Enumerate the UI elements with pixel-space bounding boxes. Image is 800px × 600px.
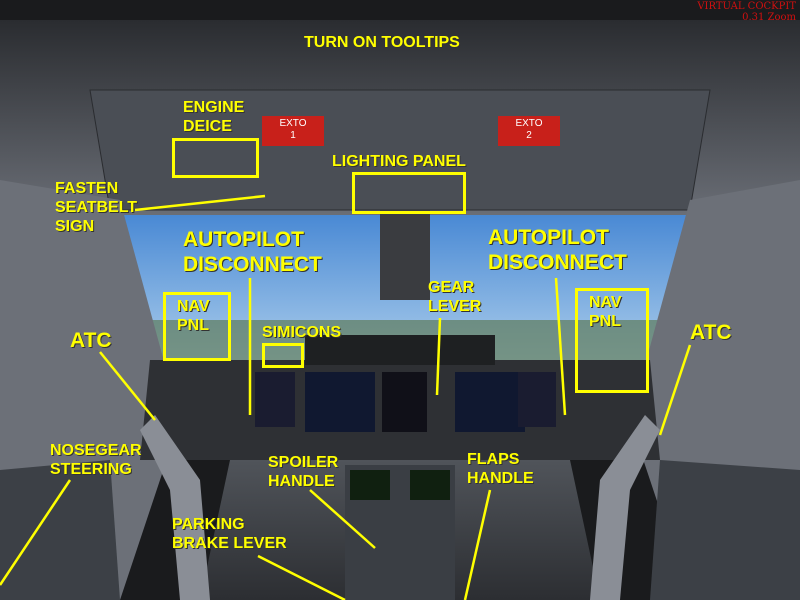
- parking-brake-callout[interactable]: PARKING BRAKE LEVER: [172, 515, 287, 553]
- callout-line-2: LEVER: [428, 298, 482, 315]
- flaps-line: [463, 489, 492, 600]
- exto2-number: 2: [526, 130, 532, 141]
- nav-pnl-left-box[interactable]: [163, 292, 231, 361]
- callout-line-2: HANDLE: [268, 473, 335, 490]
- view-mode: VIRTUAL COCKPIT: [697, 1, 796, 12]
- exto2-label: EXTO: [515, 118, 543, 129]
- callout-line-2: BRAKE LEVER: [172, 535, 287, 552]
- lighting-panel-box[interactable]: [352, 172, 466, 214]
- callout-line-1: AUTOPILOT: [488, 226, 609, 249]
- callout-line-1: FLAPS: [467, 451, 520, 468]
- nosegear-line: [0, 479, 72, 586]
- callout-line-1: NOSEGEAR: [50, 442, 142, 459]
- lighting-panel-callout: LIGHTING PANEL: [332, 153, 466, 170]
- atc-left-line: [99, 351, 156, 421]
- callout-line-2: HANDLE: [467, 470, 534, 487]
- gear-line: [435, 317, 442, 396]
- ap-right-line: [554, 277, 567, 416]
- atc-right-callout[interactable]: ATC: [690, 321, 732, 344]
- callout-line-2: DISCONNECT: [488, 251, 627, 274]
- spoiler-line: [309, 489, 376, 549]
- simicons-callout: SIMICONS: [262, 324, 342, 341]
- nav-pnl-right-box[interactable]: [575, 288, 649, 393]
- fasten-seatbelt-callout[interactable]: FASTEN SEATBELT SIGN: [55, 179, 137, 236]
- gear-lever-callout[interactable]: GEAR LEVER: [428, 278, 481, 316]
- exto1-label: EXTO: [279, 118, 307, 129]
- center-post: [380, 210, 430, 300]
- nosegear-steering-callout[interactable]: NOSEGEAR STEERING: [50, 441, 142, 479]
- callout-line-1: FASTEN: [55, 180, 119, 197]
- callout-line-2: DISCONNECT: [183, 253, 322, 276]
- zoom-level: 0.31 Zoom: [742, 12, 796, 23]
- callout-line-1: GEAR: [428, 279, 475, 296]
- engine-deice-callout: ENGINE DEICE: [183, 98, 244, 136]
- nav-pnl-left-callout: NAV PNL: [177, 297, 210, 335]
- callout-line-2: STEERING: [50, 461, 132, 478]
- parking-brake-line: [257, 554, 346, 600]
- callout-line-1: NAV: [177, 298, 210, 315]
- turn-on-tooltips[interactable]: TURN ON TOOLTIPS: [304, 34, 460, 51]
- callout-line-1: ENGINE: [183, 99, 245, 116]
- nav-pnl-right-callout: NAV PNL: [589, 293, 622, 331]
- callout-line-1: PARKING: [172, 516, 245, 533]
- simicons-box[interactable]: [262, 343, 304, 368]
- exto1-number: 1: [290, 130, 296, 141]
- callout-line-1: NAV: [589, 294, 622, 311]
- seatbelt-line: [134, 194, 266, 212]
- flaps-handle-callout[interactable]: FLAPS HANDLE: [467, 450, 534, 488]
- callout-line-1: SPOILER: [268, 454, 339, 471]
- callout-line-2: SEATBELT: [55, 199, 138, 216]
- atc-left-callout[interactable]: ATC: [70, 329, 112, 352]
- callout-line-2: DEICE: [183, 118, 232, 135]
- atc-right-line: [658, 344, 692, 436]
- callout-line-3: SIGN: [55, 218, 95, 235]
- callout-line-1: AUTOPILOT: [183, 228, 304, 251]
- spoiler-handle-callout[interactable]: SPOILER HANDLE: [268, 453, 338, 491]
- callout-line-2: PNL: [177, 317, 209, 334]
- callout-line-2: PNL: [589, 313, 621, 330]
- engine-deice-box[interactable]: [172, 138, 259, 178]
